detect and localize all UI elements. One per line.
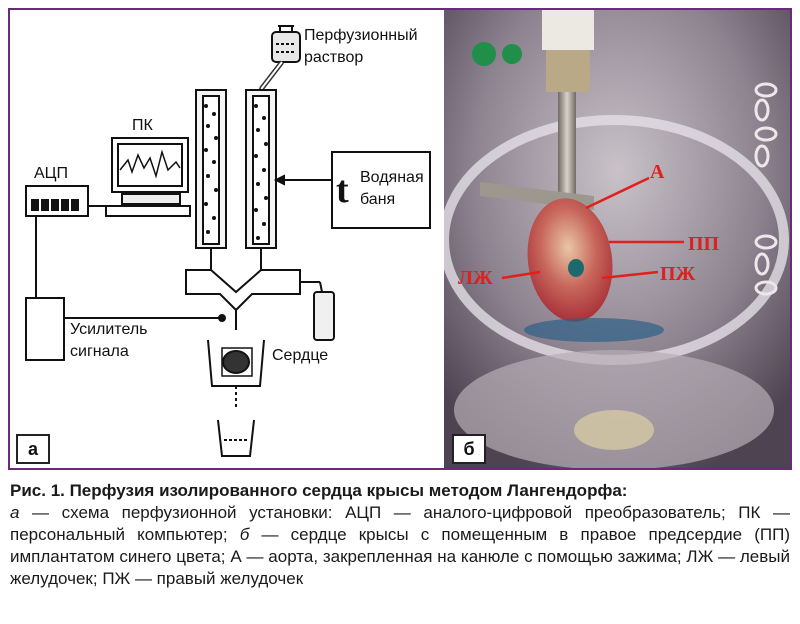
caption-title: Рис. 1. Перфузия изолированного сердца к… xyxy=(10,481,628,500)
adc-device-icon xyxy=(25,185,89,217)
label-perfusion-solution-2: раствор xyxy=(304,49,363,66)
caption-text-a: — схема перфузионной установки: АЦП — ан… xyxy=(10,503,790,544)
label-adc: АЦП xyxy=(34,165,68,182)
amplifier-icon xyxy=(25,297,65,361)
caption-text-b: — сердце крысы с помещенным в правое пре… xyxy=(10,525,790,588)
heart-photo: А ПП ЛЖ ПЖ xyxy=(444,10,790,468)
panel-b-photo: А ПП ЛЖ ПЖ б xyxy=(444,10,790,468)
label-water-bath-symbol: t xyxy=(336,169,349,211)
label-water-bath-1: Водяная xyxy=(360,169,424,186)
caption-body: а — схема перфузионной установки: АЦП — … xyxy=(10,502,790,590)
perfusion-setup-diagram: Перфузионный раствор ПК АЦП t Водяная ба… xyxy=(25,25,431,457)
panel-a-label: а xyxy=(16,434,50,464)
annotation-left-ventricle: ЛЖ xyxy=(458,267,493,289)
annotation-right-ventricle: ПЖ xyxy=(660,263,696,285)
panel-b-label: б xyxy=(452,434,486,464)
cannula-tube xyxy=(558,92,576,202)
perfusion-column-left xyxy=(195,89,227,249)
label-amplifier-2: сигнала xyxy=(70,343,129,360)
figure-caption: Рис. 1. Перфузия изолированного сердца к… xyxy=(10,480,790,590)
green-valve-icon xyxy=(472,42,496,66)
label-perfusion-solution-1: Перфузионный xyxy=(304,27,418,44)
rat-heart xyxy=(527,198,613,322)
collection-beaker xyxy=(217,419,255,457)
label-pc: ПК xyxy=(132,117,154,134)
label-water-bath-2: баня xyxy=(360,191,395,208)
annotation-right-atrium: ПП xyxy=(688,233,720,255)
label-amplifier-1: Усилитель xyxy=(70,321,148,338)
perfusion-column-right xyxy=(245,89,277,249)
solution-bottle-icon xyxy=(271,25,301,63)
heart-icon xyxy=(222,350,250,374)
computer-icon xyxy=(105,137,191,217)
annotation-aorta: А xyxy=(650,161,665,183)
caption-letter-a: а xyxy=(10,503,20,522)
caption-letter-b: б xyxy=(239,525,250,544)
blue-implant xyxy=(568,259,584,277)
water-bath-box xyxy=(331,151,431,229)
panel-a-schematic: Перфузионный раствор ПК АЦП t Водяная ба… xyxy=(10,10,442,468)
cannula-cap xyxy=(542,10,594,50)
label-heart: Сердце xyxy=(272,347,328,364)
